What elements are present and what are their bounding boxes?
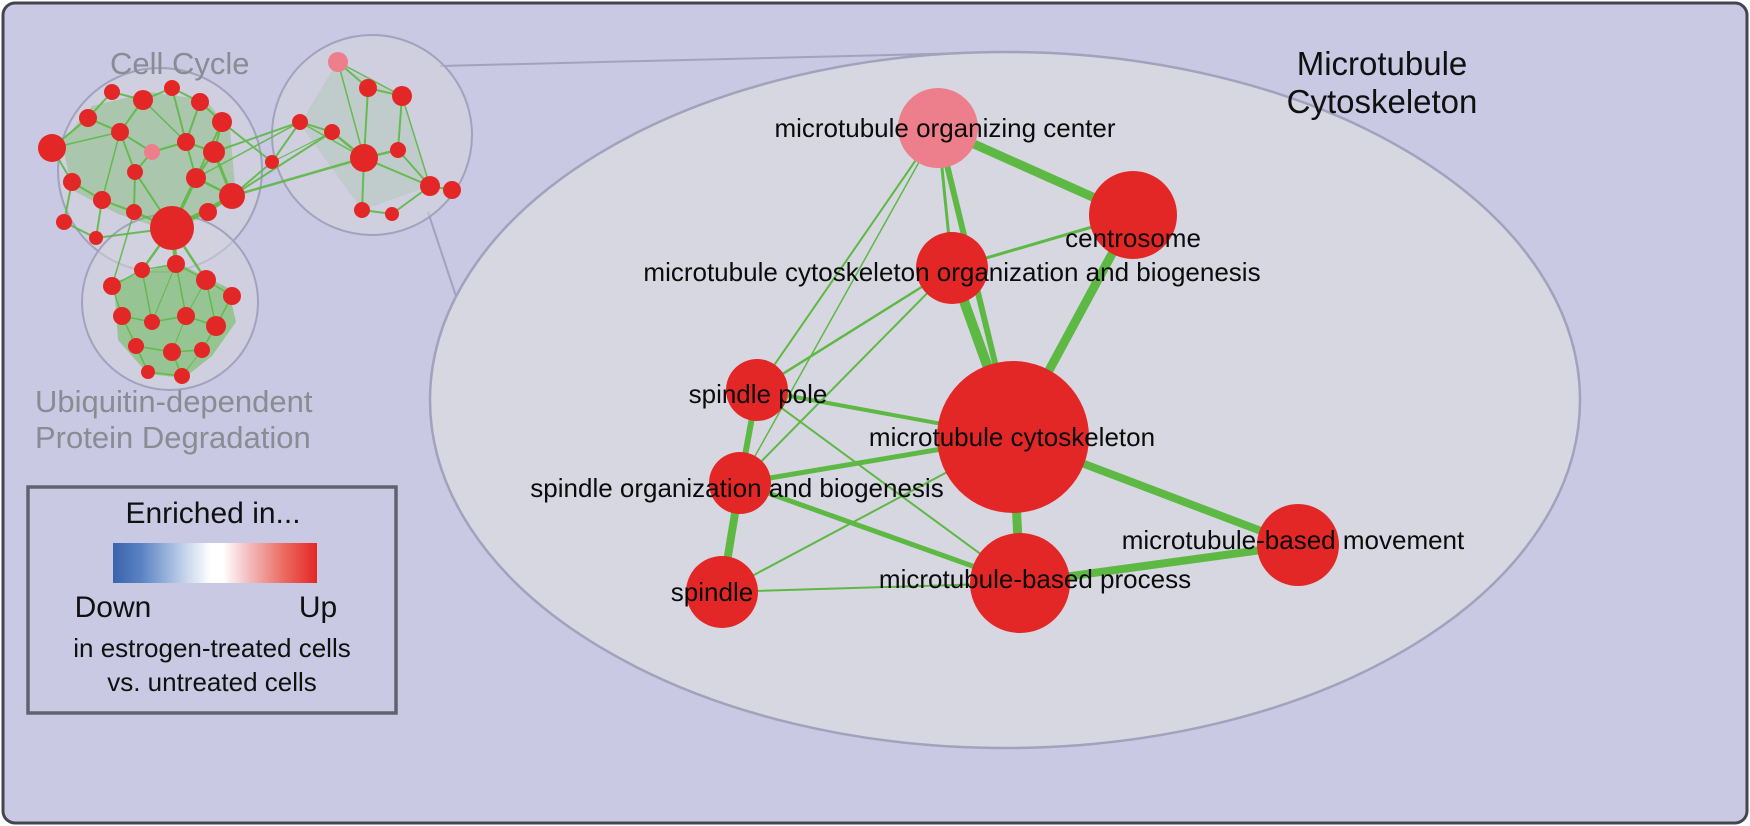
overview-node — [89, 231, 103, 245]
overview-node — [104, 84, 120, 100]
zoom-title-line2: Cytoskeleton — [1287, 83, 1478, 120]
overview-node — [350, 144, 378, 172]
legend-down-label: Down — [75, 591, 152, 624]
overview-node-large — [150, 206, 194, 250]
ubiquitin-label-line2: Protein Degradation — [35, 420, 311, 455]
overview-node — [177, 307, 195, 325]
legend-up-label: Up — [299, 591, 337, 624]
overview-node — [354, 202, 370, 218]
node-label-microtubule-based-movement: microtubule-based movement — [1122, 525, 1465, 555]
cellcycle-microtubule-edges — [195, 121, 366, 198]
overview-node — [223, 287, 241, 305]
overview-nodes — [38, 52, 461, 384]
overview-node — [385, 207, 399, 221]
overview-node — [133, 90, 153, 110]
overview-node — [111, 123, 129, 141]
ubiquitin-label-line1: Ubiquitin-dependent — [35, 384, 313, 419]
overview-node — [38, 134, 66, 162]
overview-node — [134, 262, 150, 278]
overview-node — [79, 109, 97, 127]
overview-node — [219, 183, 245, 209]
overview-node — [63, 173, 81, 191]
zoom-network: microtubule organizing center centrosome… — [530, 45, 1477, 633]
node-microtubule-based-process — [970, 533, 1070, 633]
cell-cycle-label: Cell Cycle — [110, 46, 250, 81]
overview-node — [443, 181, 461, 199]
node-label-microtubule-organizing-center: microtubule organizing center — [774, 113, 1115, 143]
overview-node — [292, 114, 308, 130]
overview-node — [144, 314, 160, 330]
zoom-nodes — [686, 88, 1339, 633]
node-microtubule-organizing-center — [898, 88, 978, 168]
legend-caption-line1: in estrogen-treated cells — [73, 633, 350, 663]
overview-node — [186, 168, 206, 188]
overview-node — [126, 204, 142, 220]
overview-node — [196, 270, 216, 290]
overview-node — [177, 133, 195, 151]
overview-node — [167, 255, 185, 273]
overview-node — [127, 164, 143, 180]
overview-node — [128, 338, 144, 354]
node-spindle — [686, 556, 758, 628]
overview-node — [113, 307, 131, 325]
node-microtubule-cytoskeleton — [937, 361, 1089, 513]
overview-node — [199, 203, 217, 221]
node-spindle-organization-and-biogenesis — [709, 452, 771, 514]
node-label-mt-cytoskeleton-org-biogenesis: microtubule cytoskeleton organization an… — [643, 257, 1260, 287]
zoom-title-line1: Microtubule — [1297, 45, 1468, 82]
overview-node — [359, 79, 377, 97]
overview-node — [103, 277, 121, 295]
node-label-microtubule-based-process: microtubule-based process — [879, 564, 1191, 594]
zoom-node-labels: microtubule organizing center centrosome… — [530, 113, 1465, 607]
overview-node — [191, 93, 209, 111]
node-label-spindle-pole: spindle pole — [689, 379, 828, 409]
overview-node — [56, 214, 72, 230]
overview-node — [265, 155, 279, 169]
overview-node — [93, 191, 111, 209]
legend-box — [26, 485, 398, 715]
overview-node — [392, 86, 412, 106]
overview-node — [206, 316, 226, 336]
node-microtubule-based-movement — [1257, 504, 1339, 586]
overview-node-pink — [328, 52, 348, 72]
overview-network: Cell Cycle Ubiquitin-dependent Protein D… — [35, 34, 473, 455]
node-microtubule-cytoskeleton-organization-and-biogenesis — [916, 232, 988, 304]
node-label-spindle: spindle — [671, 577, 753, 607]
node-label-centrosome: centrosome — [1065, 223, 1201, 253]
overview-node — [420, 176, 440, 196]
overview-node — [390, 142, 406, 158]
overview-node — [212, 112, 232, 132]
overview-node — [194, 342, 210, 358]
legend-title: Enriched in... — [125, 497, 300, 530]
overview-node — [203, 141, 225, 163]
node-label-spindle-org-biogenesis: spindle organization and biogenesis — [530, 473, 943, 503]
overview-node — [174, 368, 190, 384]
node-spindle-pole — [726, 359, 788, 421]
legend-caption-line2: vs. untreated cells — [107, 667, 317, 697]
overview-node — [141, 365, 155, 379]
overview-node — [324, 124, 340, 140]
overview-node-pink — [144, 144, 160, 160]
legend: Enriched in... Down Up in estrogen-treat… — [26, 485, 398, 715]
overview-node — [164, 80, 180, 96]
node-centrosome — [1089, 171, 1177, 259]
node-label-microtubule-cytoskeleton: microtubule cytoskeleton — [869, 422, 1155, 452]
overview-node — [163, 343, 181, 361]
legend-gradient-bar — [113, 543, 317, 583]
